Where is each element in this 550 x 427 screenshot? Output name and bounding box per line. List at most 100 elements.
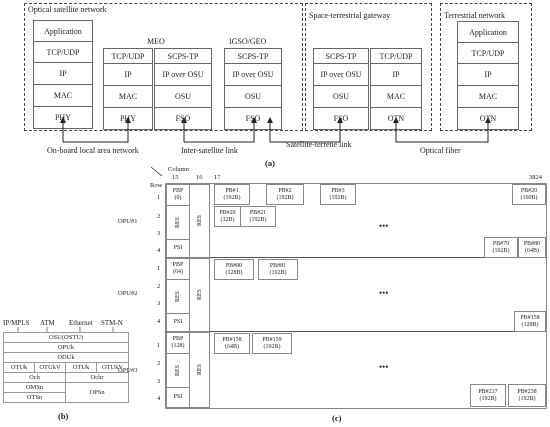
stack-layer: MAC bbox=[457, 86, 519, 108]
pb-id: PB#20 bbox=[219, 209, 236, 216]
pb-id: PB#237 bbox=[478, 388, 498, 395]
pb-id: PB#3 bbox=[331, 187, 345, 194]
pb-id: PB#20 bbox=[520, 187, 538, 194]
terrestrial-network-title: Terrestrial network bbox=[444, 11, 505, 20]
pbp-cell: PBP(128) bbox=[166, 332, 190, 354]
row-number: 2 bbox=[157, 283, 161, 290]
terrestrial-protocol-stack: Application TCP/UDP IP MAC OTN bbox=[457, 21, 519, 130]
caption-a: (a) bbox=[265, 158, 275, 168]
column-3824: 3824 bbox=[529, 174, 542, 181]
res-text: RES bbox=[175, 364, 181, 376]
stack-layer: Application bbox=[33, 20, 93, 42]
stack-layer: IP over OSU bbox=[224, 64, 282, 86]
payload-block: PB#158(128B) bbox=[514, 311, 546, 332]
pb-id: PB#158 bbox=[520, 314, 540, 321]
opu-3-label: OPU#3 bbox=[118, 367, 138, 374]
pb-size: (192B) bbox=[329, 194, 347, 201]
pb-id: PB#80 bbox=[225, 262, 243, 269]
ellipsis: ••• bbox=[379, 221, 389, 231]
row-number: 4 bbox=[157, 395, 161, 402]
pb-id: PB#159 bbox=[262, 336, 282, 343]
pb-id: PB#80 bbox=[523, 240, 541, 247]
stack-layer: IP over OSU bbox=[313, 64, 369, 86]
gateway-box bbox=[305, 3, 432, 131]
pb-size: (64B) bbox=[225, 343, 239, 350]
stack-layer: IP bbox=[103, 64, 153, 86]
caption-c: (c) bbox=[332, 413, 342, 423]
gateway-title: Space-terrestrial gateway bbox=[309, 11, 391, 20]
stack-layer: SCPS-TP bbox=[313, 48, 369, 64]
row-number: 1 bbox=[157, 342, 161, 349]
payload-block: PB#81(192B) bbox=[258, 259, 298, 280]
payload-block: PB#20(32B) bbox=[214, 206, 241, 227]
payload-block: PB#79(192B) bbox=[484, 237, 518, 258]
res-column-16: RES bbox=[189, 332, 210, 408]
caption-b: (b) bbox=[58, 411, 69, 421]
row-number: 3 bbox=[157, 300, 161, 307]
pb-id: PB#158 bbox=[222, 336, 242, 343]
stack-layer: TCP/UDP bbox=[33, 42, 93, 63]
client-atm: ATM bbox=[40, 319, 55, 327]
res-text: RES bbox=[196, 364, 203, 376]
payload-block: PB#159(192B) bbox=[252, 333, 292, 354]
pbp-cell: PBP(0) bbox=[166, 184, 190, 206]
row-number: 3 bbox=[157, 230, 161, 237]
stack-layer: IP bbox=[457, 64, 519, 86]
psi-cell: PSI bbox=[166, 313, 190, 332]
stack-layer: OSU bbox=[224, 86, 282, 108]
row-number: 2 bbox=[157, 213, 161, 220]
res-cell: RES bbox=[166, 353, 190, 388]
res-column-16: RES bbox=[189, 184, 210, 258]
pb-id: PB#238 bbox=[517, 388, 537, 395]
igso-label: IGSO/GEO bbox=[229, 37, 267, 46]
payload-block: PB#20(160B) bbox=[512, 184, 546, 205]
pbp-text: PBP bbox=[172, 188, 184, 194]
column-17: 17 bbox=[214, 174, 221, 181]
row-label: Row bbox=[150, 182, 163, 189]
payload-block: PB#237(192B) bbox=[470, 384, 506, 407]
psi-cell: PSI bbox=[166, 239, 190, 258]
res-text: RES bbox=[175, 290, 181, 302]
row-number: 2 bbox=[157, 360, 161, 367]
opu-divider bbox=[165, 331, 546, 332]
stack-layer: IP bbox=[33, 63, 93, 85]
client-ethernet: Ethernet bbox=[69, 319, 93, 327]
pbp-value: (64) bbox=[173, 269, 183, 275]
payload-block: PB#1(192B) bbox=[214, 184, 250, 205]
pb-id: PB#79 bbox=[492, 240, 510, 247]
res-cell: RES bbox=[166, 279, 190, 314]
res-text: RES bbox=[175, 216, 181, 228]
pb-size: (32B) bbox=[220, 216, 235, 223]
client-stm-n: STM-N bbox=[101, 319, 123, 327]
stack-layer: SCPS-TP bbox=[154, 48, 212, 64]
ellipsis: ••• bbox=[379, 362, 389, 372]
pb-size: (160B) bbox=[520, 194, 538, 201]
pb-id: PB#21 bbox=[249, 209, 267, 216]
pb-size: (128B) bbox=[521, 321, 539, 328]
row-number: 1 bbox=[157, 194, 161, 201]
optical-satellite-network-box bbox=[24, 3, 303, 131]
res-column-16: RES bbox=[189, 258, 210, 332]
stack-layer: Application bbox=[457, 21, 519, 43]
pb-size: (64B) bbox=[525, 247, 539, 254]
opu-2-label: OPU#2 bbox=[118, 290, 138, 297]
optical-satellite-network-title: Optical satellite network bbox=[28, 5, 107, 14]
pbp-text: PBP bbox=[172, 336, 184, 342]
link-optical-fiber-label: Optical fiber bbox=[420, 146, 461, 155]
pb-id: PB#1 bbox=[225, 187, 239, 194]
stack-layer: TCP/UDP bbox=[370, 48, 422, 64]
ellipsis: ••• bbox=[379, 288, 389, 298]
stack-layer: IP bbox=[370, 64, 422, 86]
client-ip-mpls: IP/MPLS bbox=[3, 319, 30, 327]
pb-size: (192B) bbox=[479, 395, 497, 402]
payload-block: PB#158(64B) bbox=[214, 333, 250, 354]
stack-layer: TCP/UDP bbox=[457, 43, 519, 64]
row-number: 1 bbox=[157, 265, 161, 272]
left-protocol-stack: Application TCP/UDP IP MAC PHY bbox=[33, 20, 93, 129]
stack-layer: MAC bbox=[103, 86, 153, 108]
pb-id: PB#81 bbox=[269, 262, 287, 269]
layer-opsn: OPSn bbox=[65, 382, 129, 403]
